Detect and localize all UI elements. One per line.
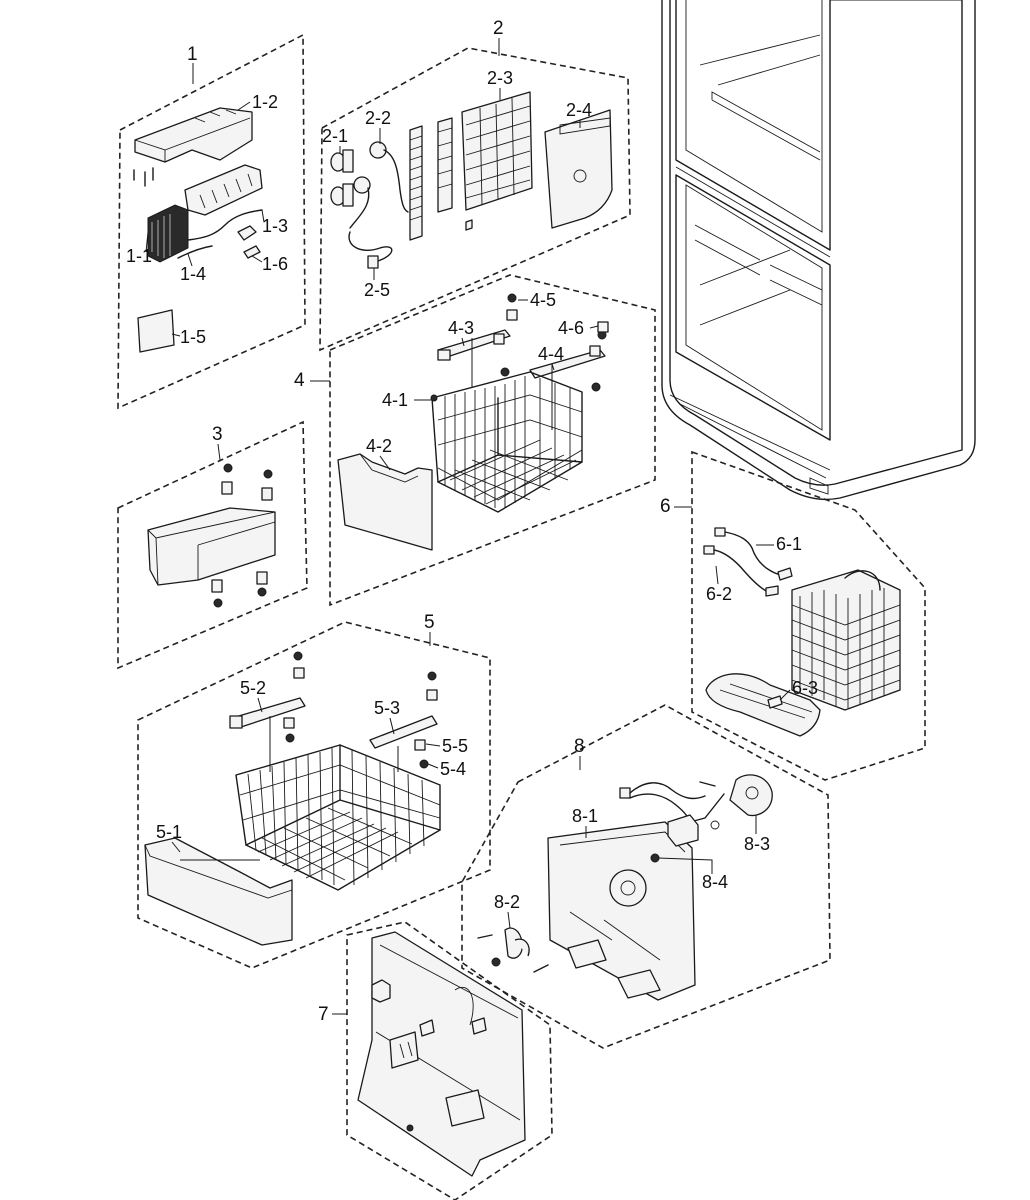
part-4-5-label: 4-5 bbox=[530, 290, 556, 310]
part-4-3-label: 4-3 bbox=[448, 318, 474, 338]
group-7-label: 7 bbox=[318, 1004, 329, 1025]
part-6-1-label: 6-1 bbox=[776, 534, 802, 554]
group-2-label: 2 bbox=[493, 18, 504, 39]
group-6-evaporator: 6 6-1 6-2 6-3 bbox=[660, 450, 926, 781]
part-2-2-label: 2-2 bbox=[365, 108, 391, 128]
group-7-fan-cover: 7 bbox=[318, 921, 553, 1200]
group-4-border bbox=[329, 274, 656, 607]
part-8-3-label: 8-3 bbox=[744, 834, 770, 854]
part-5-1-label: 5-1 bbox=[156, 822, 182, 842]
group-8-label: 8 bbox=[574, 736, 585, 757]
part-5-3-label: 5-3 bbox=[374, 698, 400, 718]
part-2-4-label: 2-4 bbox=[566, 100, 592, 120]
part-4-1-label: 4-1 bbox=[382, 390, 408, 410]
part-1-3-label: 1-3 bbox=[262, 216, 288, 236]
group-1-border bbox=[117, 33, 306, 410]
part-6-2-label: 6-2 bbox=[706, 584, 732, 604]
part-1-5-label: 1-5 bbox=[180, 327, 206, 347]
part-2-1-label: 2-1 bbox=[322, 126, 348, 146]
part-4-4-label: 4-4 bbox=[538, 344, 564, 364]
part-2-5-label: 2-5 bbox=[364, 280, 390, 300]
group-8-border bbox=[461, 704, 831, 1049]
group-7-border bbox=[346, 921, 553, 1200]
part-5-4-label: 5-4 bbox=[440, 759, 466, 779]
group-3-label: 3 bbox=[212, 424, 223, 445]
part-1-1-label: 1-1 bbox=[126, 246, 152, 266]
part-5-5-label: 5-5 bbox=[442, 736, 468, 756]
part-1-4-label: 1-4 bbox=[180, 264, 206, 284]
part-8-4-label: 8-4 bbox=[702, 872, 728, 892]
part-1-2-label: 1-2 bbox=[252, 92, 278, 112]
part-5-2-label: 5-2 bbox=[240, 678, 266, 698]
part-8-2-label: 8-2 bbox=[494, 892, 520, 912]
part-4-2-label: 4-2 bbox=[366, 436, 392, 456]
group-5-border bbox=[137, 621, 491, 969]
group-1-ice-maker: 1 1-2 1-3 1-1 1-4 1-6 1-5 bbox=[117, 33, 306, 410]
refrigerator-cabinet bbox=[661, 0, 976, 501]
group-1-label: 1 bbox=[187, 44, 198, 65]
group-5-label: 5 bbox=[424, 612, 435, 633]
part-6-3-label: 6-3 bbox=[792, 678, 818, 698]
group-2-border bbox=[319, 47, 631, 352]
part-8-1-label: 8-1 bbox=[572, 806, 598, 826]
part-4-6-label: 4-6 bbox=[558, 318, 584, 338]
part-1-6-label: 1-6 bbox=[262, 254, 288, 274]
group-2-duct-assembly: 2 2-1 2-2 2-3 2-4 2-5 bbox=[319, 18, 631, 352]
group-5-lower-basket: 5 5-2 5-3 5-5 5-4 5-1 bbox=[137, 612, 491, 969]
group-3-border bbox=[117, 420, 308, 670]
group-4-upper-basket: 4 4-5 4-3 4-6 4-4 4-1 4-2 bbox=[294, 274, 656, 607]
group-8-fan-assembly: 8 8-1 8-3 8-4 8-2 bbox=[461, 704, 831, 1049]
group-4-label: 4 bbox=[294, 370, 305, 391]
group-3-door-bin: 3 bbox=[117, 420, 308, 670]
part-2-3-label: 2-3 bbox=[487, 68, 513, 88]
group-6-label: 6 bbox=[660, 496, 671, 517]
group-6-border bbox=[691, 450, 926, 781]
